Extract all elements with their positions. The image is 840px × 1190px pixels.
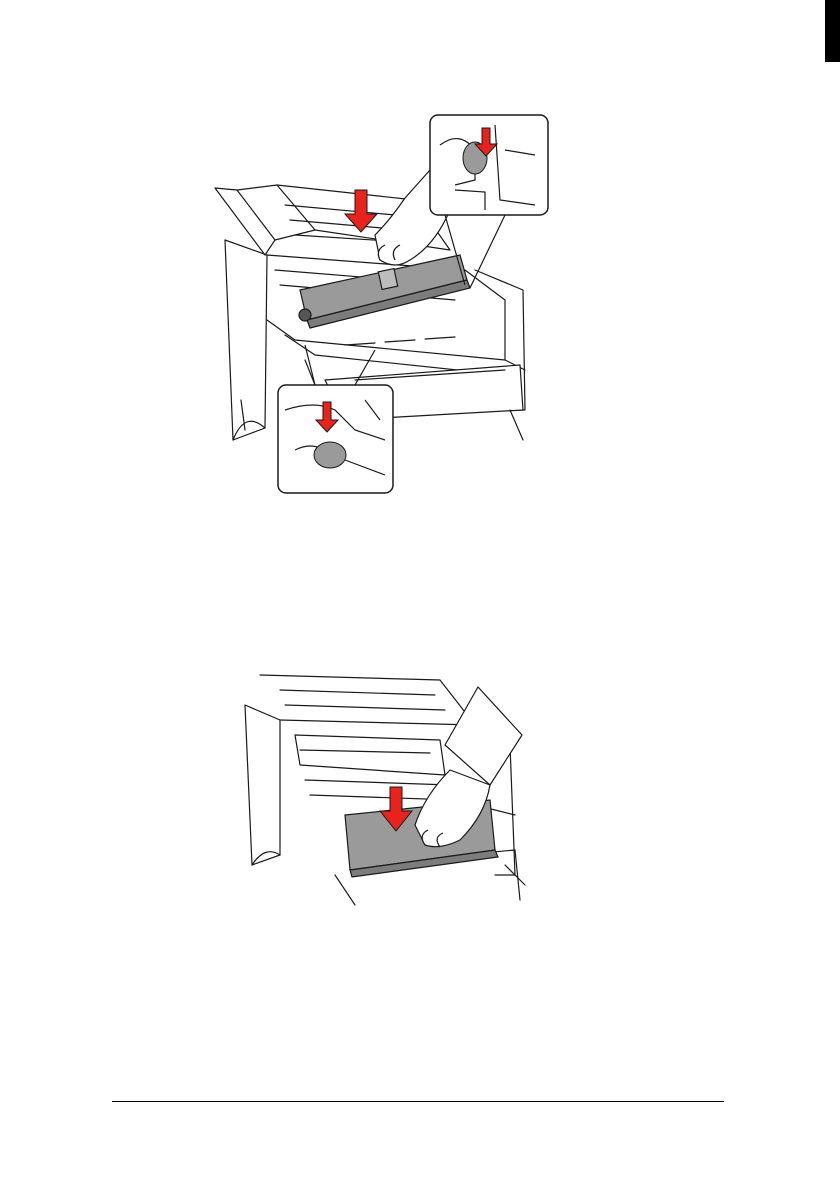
- printer-toner-push-down-illustration: [240, 665, 540, 915]
- page-edge-marker: [825, 0, 840, 62]
- printer-open-cover-toner-insert-illustration: [205, 110, 555, 500]
- footer-rule: [112, 1101, 724, 1102]
- printer-toner-insert-figure: [205, 110, 555, 500]
- printer-toner-push-figure: [240, 665, 540, 915]
